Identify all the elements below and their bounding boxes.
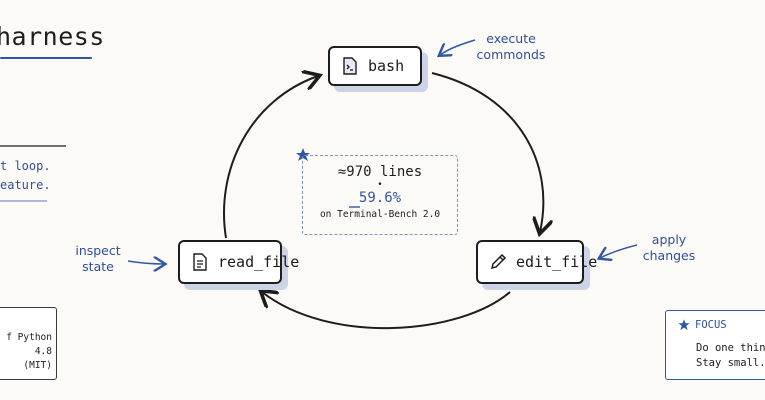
focus-line-1: Do one thing: [696, 342, 765, 354]
stats-benchmark: on Terminal-Bench 2.0: [319, 209, 441, 220]
tool-read-file-label: read_file: [218, 253, 300, 271]
left-box-line-3: (MIT): [23, 360, 52, 371]
left-text-line-1: t loop.: [0, 159, 51, 173]
arrow-read-to-bash: [223, 76, 318, 239]
left-text: t loop. eature.: [0, 157, 51, 195]
note-bash-line-1: execute: [486, 31, 536, 46]
star-icon: [296, 148, 310, 161]
stats-lines: ≈970 lines: [337, 164, 423, 180]
left-info-box: f Python 4.8 (MIT): [0, 307, 57, 380]
arrow-edit-to-read: [262, 292, 511, 330]
tool-read-file[interactable]: read_file: [178, 240, 299, 284]
note-edit-file: apply changes: [640, 232, 698, 264]
stats-box: ≈970 lines • 59.6% on Terminal-Bench 2.0: [302, 155, 458, 235]
stats-dot: •: [377, 180, 383, 190]
arrow-note-read: [127, 261, 164, 264]
left-box-line-2: 4.8: [34, 346, 52, 357]
tool-bash-label: bash: [368, 57, 405, 75]
page-title: harness: [0, 22, 105, 51]
tool-edit-file-label: edit_file: [516, 253, 598, 271]
star-icon: [678, 319, 690, 331]
left-box-line-1: f Python: [6, 332, 52, 343]
focus-box: FOCUS Do one thing Stay small. S: [665, 310, 765, 380]
focus-line-2: Stay small. S: [696, 357, 765, 369]
tool-bash[interactable]: bash: [328, 46, 422, 86]
title-underline: [0, 57, 92, 59]
arrow-bash-to-edit: [431, 72, 543, 232]
arrow-note-edit: [600, 244, 638, 258]
note-read-file: inspect state: [68, 243, 128, 275]
document-icon: [190, 252, 210, 272]
note-bash: execute commonds: [476, 31, 546, 63]
focus-label: FOCUS: [695, 319, 727, 331]
note-read-line-1: inspect: [75, 243, 121, 258]
pencil-icon: [488, 252, 508, 272]
arrow-note-bash: [440, 39, 476, 55]
terminal-doc-icon: [340, 56, 360, 76]
note-read-line-2: state: [82, 259, 114, 274]
note-bash-line-2: commonds: [476, 47, 546, 62]
left-text-line-2: eature.: [0, 178, 51, 192]
tool-edit-file[interactable]: edit_file: [476, 240, 597, 284]
stats-score: 59.6%: [358, 190, 402, 206]
note-edit-line-2: changes: [642, 248, 696, 263]
note-edit-line-1: apply: [651, 232, 687, 247]
